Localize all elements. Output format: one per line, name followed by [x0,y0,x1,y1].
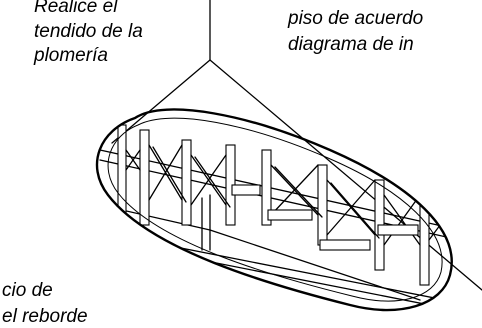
annotation-ledge-line-1: cio de [2,280,53,301]
cross-bracing [125,144,452,246]
tub-opening [95,108,453,312]
blocking [231,184,419,251]
annotation-floor: piso de acuerdo diagrama de in [287,8,423,55]
annotation-plumbing-line-3: plomería [33,45,108,66]
room-corner [111,0,482,291]
annotation-ledge: cio de el reborde [2,280,88,327]
annotation-floor-line-1: piso de acuerdo [287,8,423,29]
annotation-plumbing-line-1: Realice el [34,0,118,17]
annotation-plumbing: Realice el tendido de la plomería [33,0,143,66]
annotation-ledge-line-2: el reborde [2,306,88,327]
annotation-plumbing-line-2: tendido de la [34,21,143,42]
annotation-floor-line-2: diagrama de in [288,34,414,55]
subfloor-framing [99,124,452,311]
